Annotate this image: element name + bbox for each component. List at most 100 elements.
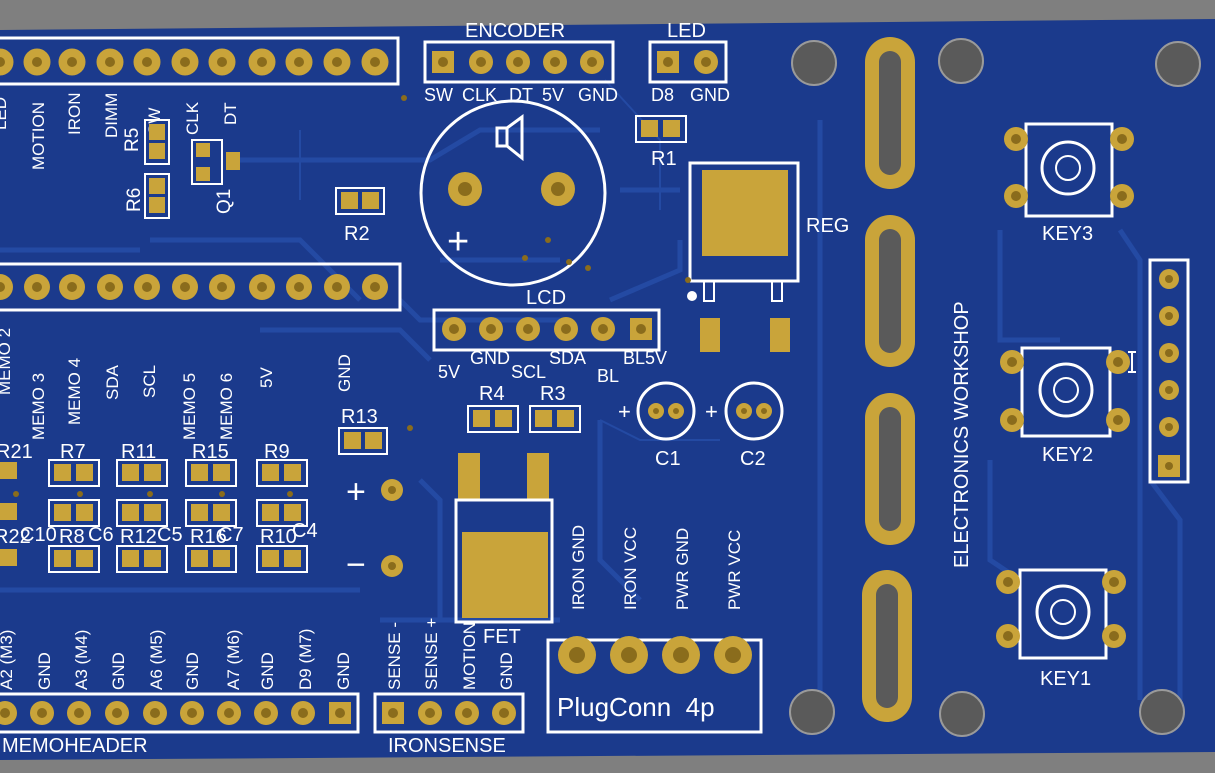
r3-resistor: R3 <box>529 383 581 433</box>
r4-label: R4 <box>479 383 505 405</box>
bottom-label-a3: A3 (M4) <box>72 630 91 690</box>
fet: FET <box>454 453 554 648</box>
plug-label-pwr-vcc: PWR VCC <box>725 530 744 610</box>
led-title: LED <box>667 20 706 42</box>
r10-resistor: R10 <box>256 499 308 573</box>
r11-label: R11 <box>121 441 156 463</box>
encoder-header: ENCODER SW CLK DT 5V GND <box>423 20 618 105</box>
r10-label: R10 <box>260 526 297 548</box>
r1-label: R1 <box>651 148 677 170</box>
plugconn-title: PlugConn 4p <box>557 692 715 722</box>
key2-switch: KEY2 <box>1000 346 1136 466</box>
r13-resistor: R13 <box>338 406 388 455</box>
mounting-hole-icon <box>1139 689 1185 735</box>
r22-resistor: R22 <box>0 503 31 566</box>
top-label-led: LED <box>0 97 10 130</box>
bottom-label-gnd1: GND <box>35 652 54 690</box>
sense-plus: + <box>346 473 366 511</box>
lcd-pin-bl5v: BL5V <box>623 348 667 368</box>
led-pin-gnd: GND <box>690 85 730 105</box>
buzzer: + <box>419 99 607 287</box>
q1-label: Q1 <box>214 189 235 214</box>
sense-label-plus: SENSE + <box>422 618 441 690</box>
lcd-pin-5v: 5V <box>438 362 460 382</box>
sense-label-minus: SENSE - <box>385 622 404 690</box>
key3-label: KEY3 <box>1042 223 1093 245</box>
bottom-label-a7: A7 (M6) <box>224 630 243 690</box>
sense-label-gnd: GND <box>497 652 516 690</box>
top-label-clk: CLK <box>183 101 202 135</box>
sense-minus: − <box>346 546 366 584</box>
plug-label-iron-gnd: IRON GND <box>569 525 588 610</box>
c2-label: C2 <box>740 448 766 470</box>
slot-pads <box>862 37 915 722</box>
board-title: ELECTRONICS WORKSHOP <box>951 301 973 568</box>
c1-capacitor: + C1 <box>618 381 696 470</box>
bottom-label-gnd4: GND <box>258 652 277 690</box>
r4-resistor: R4 <box>467 383 519 433</box>
r2-label: R2 <box>344 223 370 245</box>
plug-label-pwr-gnd: PWR GND <box>673 528 692 610</box>
bottom-label-d9: D9 (M7) <box>296 629 315 690</box>
c10-label: C10 <box>20 524 57 546</box>
key1-switch: KEY1 <box>996 568 1126 690</box>
bottom-label-gnd3: GND <box>183 652 202 690</box>
bottom-label-a2: A2 (M3) <box>0 630 16 690</box>
r7-resistor: R7 <box>48 441 100 487</box>
r16-resistor: R16 <box>185 499 237 573</box>
top-pin-header <box>0 36 400 86</box>
sense-label-motion: MOTION <box>460 622 479 690</box>
encoder-pin-gnd: GND <box>578 85 618 105</box>
c6-label: C6 <box>88 524 114 546</box>
c1-plus: + <box>618 399 631 424</box>
mounting-hole-icon <box>939 691 985 737</box>
r9-label: R9 <box>264 441 290 463</box>
r13-label: R13 <box>341 406 378 428</box>
r15-resistor: R15 <box>185 441 237 487</box>
q1-transistor: Q1 <box>191 139 240 214</box>
top-label-dt: DT <box>221 102 240 125</box>
r6-label: R6 <box>124 188 145 212</box>
c2-capacitor: + C2 <box>705 381 784 470</box>
mounting-holes <box>789 38 1201 737</box>
mounting-hole-icon <box>1155 41 1201 87</box>
lcd-pin-sda: SDA <box>549 348 586 368</box>
board-substrate <box>0 19 1215 760</box>
reg-label: REG <box>806 215 849 237</box>
mounting-hole-icon <box>938 38 984 84</box>
bottom-label-gnd5: GND <box>334 652 353 690</box>
r21-resistor: R21 <box>0 441 33 479</box>
mounting-hole-icon <box>789 689 835 735</box>
r21-label: R21 <box>0 441 33 463</box>
memoheader-title: MEMOHEADER <box>2 735 148 757</box>
lcd-pin-bl: BL <box>597 366 619 386</box>
sense-pads: + − <box>346 473 403 584</box>
encoder-pin-clk: CLK <box>462 85 497 105</box>
mid-label-memo3: MEMO 3 <box>29 373 48 440</box>
speaker-icon <box>495 114 524 162</box>
r6-resistor: R6 <box>124 173 170 219</box>
buzzer-plus: + <box>447 221 469 263</box>
r9-resistor: R9 <box>256 441 308 487</box>
r12-label: R12 <box>120 526 157 548</box>
r3-label: R3 <box>540 383 566 405</box>
r15-label: R15 <box>192 441 229 463</box>
top-label-dimm: DIMM <box>102 93 121 138</box>
lcd-title: LCD <box>526 287 566 309</box>
bottom-label-a6: A6 (M5) <box>147 630 166 690</box>
r11-resistor: R11 <box>116 441 168 487</box>
r8-label: R8 <box>59 526 85 548</box>
bottom-label-gnd2: GND <box>109 652 128 690</box>
vertical-pin-header <box>1148 258 1190 484</box>
c7-label: C7 <box>218 524 244 546</box>
r8-resistor: R8 <box>48 499 100 573</box>
plug-label-iron-vcc: IRON VCC <box>621 527 640 610</box>
mid-label-gnd: GND <box>335 354 354 392</box>
r16-label: R16 <box>190 526 227 548</box>
led-header: LED D8 GND <box>648 20 730 105</box>
top-label-iron: IRON <box>65 93 84 136</box>
mid-label-memo6: MEMO 6 <box>217 373 236 440</box>
led-pin-d8: D8 <box>651 85 674 105</box>
c5-label: C5 <box>157 524 183 546</box>
fet-label: FET <box>483 626 521 648</box>
